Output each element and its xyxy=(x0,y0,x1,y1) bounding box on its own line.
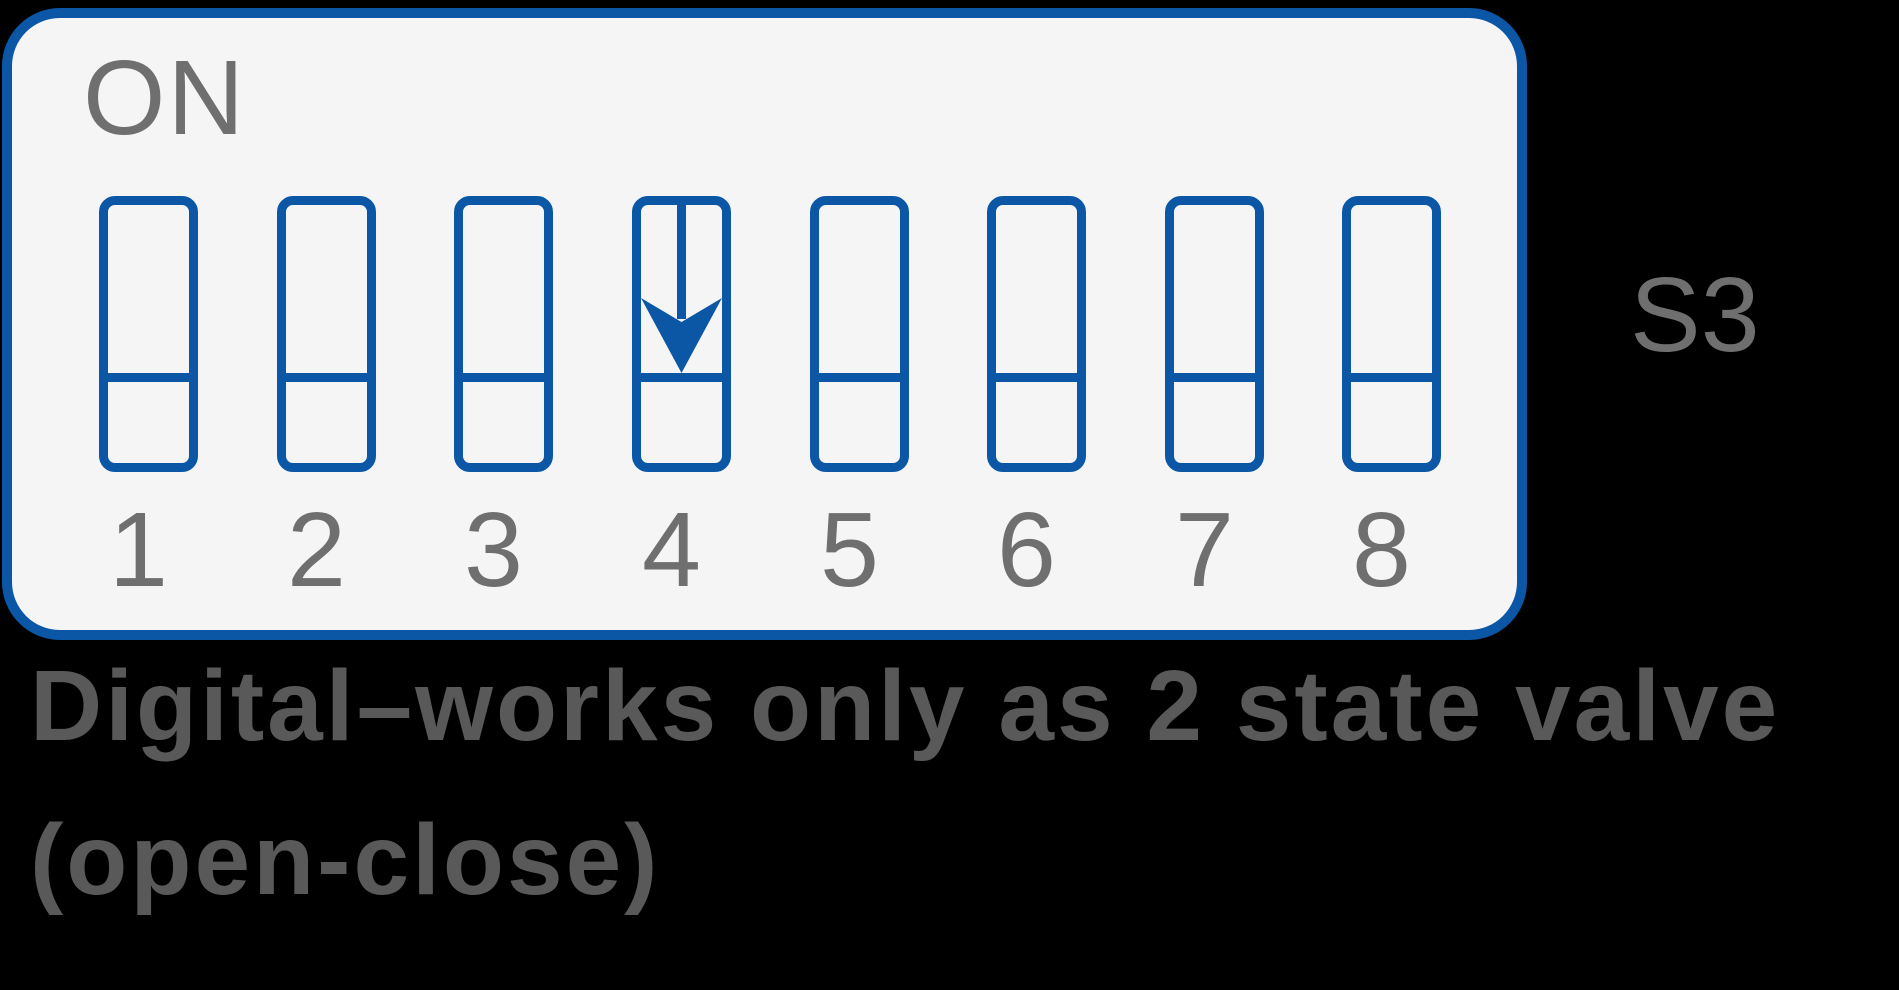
dip-switch-6 xyxy=(987,196,1086,472)
switch-number-6: 6 xyxy=(997,491,1056,609)
switch-number-1: 1 xyxy=(109,491,168,609)
switch-slot-line xyxy=(1350,373,1433,382)
switch-slot-line xyxy=(1173,373,1256,382)
switch-number-3: 3 xyxy=(464,491,523,609)
switch-number-4: 4 xyxy=(642,491,701,609)
switch-slot-line xyxy=(995,373,1078,382)
switch-slot-line xyxy=(107,373,190,382)
switch-slot-line xyxy=(818,373,901,382)
switch-slot-line xyxy=(462,373,545,382)
on-label: ON xyxy=(83,39,246,157)
switch-number-2: 2 xyxy=(287,491,346,609)
dip-switch-panel: ON 1 2 xyxy=(2,8,1527,640)
down-arrow-icon xyxy=(641,205,722,373)
dip-switch-7 xyxy=(1165,196,1264,472)
switch-bank-label: S3 xyxy=(1630,256,1760,374)
caption-line-1: Digital–works only as 2 state valve xyxy=(30,650,1781,762)
dip-switch-3 xyxy=(454,196,553,472)
dip-switch-8 xyxy=(1342,196,1441,472)
dip-switch-5 xyxy=(810,196,909,472)
dip-switch-2 xyxy=(277,196,376,472)
dip-switch-1 xyxy=(99,196,198,472)
switch-number-8: 8 xyxy=(1352,491,1411,609)
switch-slot-line xyxy=(285,373,368,382)
caption-line-2: (open-close) xyxy=(30,804,661,916)
switch-slot-line xyxy=(640,373,723,382)
switch-number-7: 7 xyxy=(1175,491,1234,609)
switch-number-5: 5 xyxy=(820,491,879,609)
dip-switch-4 xyxy=(632,196,731,472)
